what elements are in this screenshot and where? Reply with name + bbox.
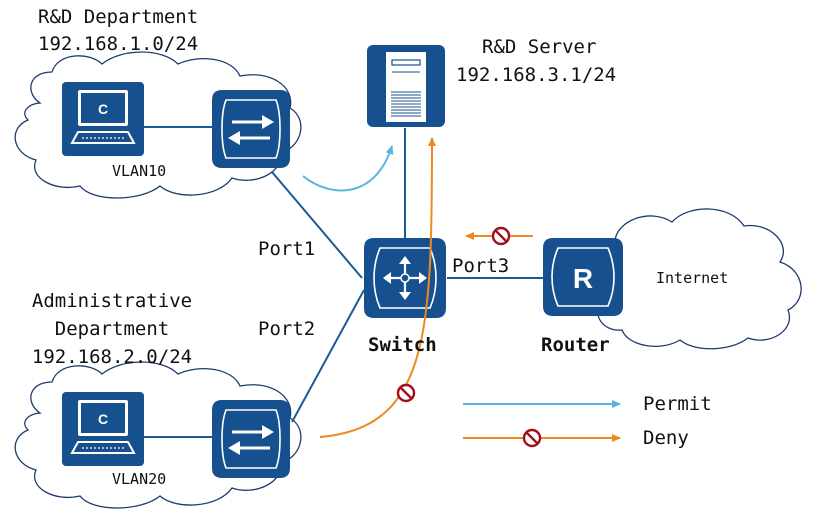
switch-label: Switch xyxy=(368,334,437,356)
admin-vlan-label: VLAN20 xyxy=(112,470,167,488)
legend-permit-label: Permit xyxy=(643,393,712,415)
rd-server-icon xyxy=(367,45,445,127)
port1-link xyxy=(271,171,363,279)
router-icon xyxy=(543,238,623,316)
admin-access-switch-icon xyxy=(212,400,290,478)
internet-label: Internet xyxy=(656,269,729,287)
deny-icon xyxy=(396,383,416,403)
legend-deny-label: Deny xyxy=(643,427,689,449)
rd-department-subnet: 192.168.1.0/24 xyxy=(38,33,199,55)
port2-label: Port2 xyxy=(258,318,316,340)
router-label: Router xyxy=(541,334,610,356)
port1-label: Port1 xyxy=(258,238,316,260)
rd-department-name: R&D Department xyxy=(38,6,199,28)
deny-icon xyxy=(491,226,511,246)
rd-server-name: R&D Server xyxy=(482,36,597,58)
port3-label: Port3 xyxy=(452,255,510,277)
rd-pc-icon xyxy=(62,82,144,156)
admin-department-name-line1: Administrative xyxy=(31,290,193,312)
rd-vlan-label: VLAN10 xyxy=(112,162,167,180)
rd-pc-label: C xyxy=(98,101,108,117)
admin-pc-label: C xyxy=(98,411,108,427)
rd-access-switch-icon xyxy=(212,90,290,168)
deny-path-admin-to-server xyxy=(319,137,436,438)
admin-pc-icon xyxy=(62,392,144,466)
admin-department-name-line2: Department xyxy=(54,318,170,340)
router-letter: R xyxy=(573,263,593,294)
legend-deny-icon xyxy=(522,428,542,448)
rd-server-ip: 192.168.3.1/24 xyxy=(456,64,617,86)
core-switch-icon xyxy=(364,238,446,318)
permit-path-rd-to-server xyxy=(302,145,394,192)
admin-department-subnet: 192.168.2.0/24 xyxy=(31,346,193,368)
port2-link xyxy=(291,289,365,423)
